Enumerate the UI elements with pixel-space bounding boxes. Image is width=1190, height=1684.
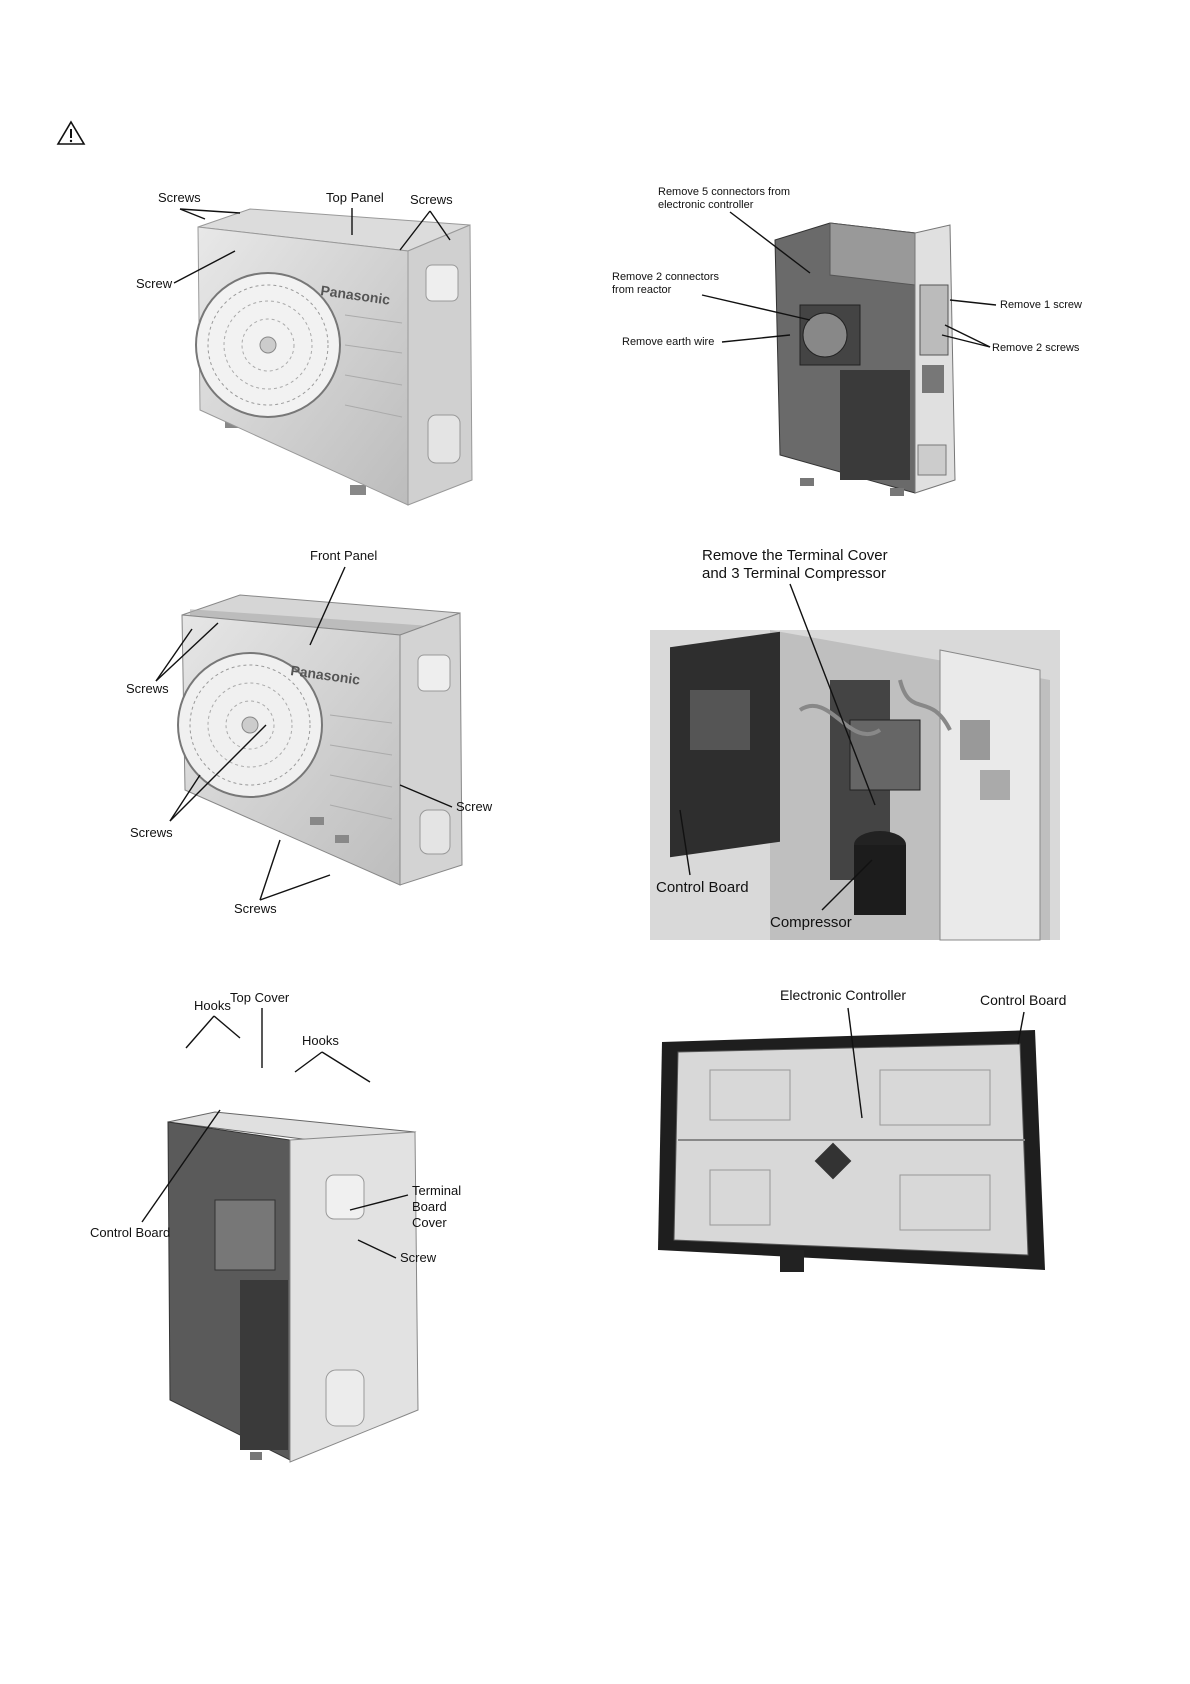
label-compressor: Compressor xyxy=(770,914,852,931)
arrow xyxy=(321,1051,371,1083)
arrow xyxy=(944,324,991,348)
unit-interior-image xyxy=(774,222,956,496)
arrow xyxy=(185,1015,215,1049)
compressor-image xyxy=(650,630,1060,941)
arrow xyxy=(399,210,431,251)
arrow xyxy=(721,334,791,343)
figure-compressor: Remove the Terminal Cover and 3 Terminal… xyxy=(650,547,1080,950)
label-remove-5-connectors-2: electronic controller xyxy=(658,199,754,211)
label-hooks: Hooks xyxy=(302,1033,339,1048)
label-screws: Screws xyxy=(234,901,277,916)
figure-top-panel: Panasonic Screws Top Panel Screws Screw xyxy=(136,190,500,515)
figure-controller: Electronic Controller Control Board xyxy=(650,987,1100,1310)
label-screw: Screw xyxy=(136,276,173,291)
label-screw: Screw xyxy=(400,1250,437,1265)
arrow xyxy=(941,334,991,348)
arrow xyxy=(294,1051,323,1073)
label-remove-terminal-cover: Remove the Terminal Cover xyxy=(702,547,888,564)
label-control-board: Control Board xyxy=(656,879,749,896)
arrow xyxy=(309,566,346,646)
arrow xyxy=(179,208,206,220)
figure-front-panel: Panasonic Front Panel Screws Screws Scre… xyxy=(126,548,510,925)
label-terminal-board-cover-3: Cover xyxy=(412,1215,447,1230)
figure-top-cover: Hooks Top Cover Hooks Control Board Term… xyxy=(90,990,510,1470)
label-remove-2-screws: Remove 2 screws xyxy=(992,342,1080,354)
arrow xyxy=(213,1015,241,1039)
arrow xyxy=(173,250,236,284)
label-front-panel: Front Panel xyxy=(310,548,377,563)
pcb-image xyxy=(658,1030,1045,1272)
label-screws: Screws xyxy=(130,825,173,840)
arrow xyxy=(169,724,267,822)
label-remove-5-connectors: Remove 5 connectors from xyxy=(658,186,790,198)
arrow xyxy=(259,874,331,901)
label-remove-terminal-cover-2: and 3 Terminal Compressor xyxy=(702,565,886,582)
label-screws: Screws xyxy=(126,681,169,696)
label-screws: Screws xyxy=(158,190,201,205)
label-hooks: Hooks xyxy=(194,998,231,1013)
label-screws: Screws xyxy=(410,192,453,207)
label-top-cover: Top Cover xyxy=(230,990,290,1005)
arrow xyxy=(729,211,811,274)
arrow xyxy=(357,1239,397,1259)
arrow xyxy=(1017,1011,1025,1045)
label-top-panel: Top Panel xyxy=(326,190,384,205)
arrow xyxy=(701,294,811,321)
figure-connectors: Remove 5 connectors from electronic cont… xyxy=(612,186,1110,505)
label-remove-1-screw: Remove 1 screw xyxy=(1000,299,1082,311)
arrow xyxy=(679,809,691,876)
label-remove-earth-wire: Remove earth wire xyxy=(622,336,714,348)
warning-icon xyxy=(56,120,86,145)
arrow xyxy=(789,583,876,806)
label-terminal-board-cover: Terminal xyxy=(412,1183,461,1198)
arrow xyxy=(429,210,451,241)
outdoor-unit-image: Panasonic xyxy=(195,208,473,506)
arrow xyxy=(259,839,281,901)
label-remove-2-connectors: Remove 2 connectors xyxy=(612,271,719,283)
unit-top-cover-image xyxy=(167,1111,419,1463)
arrow xyxy=(155,628,193,682)
arrow xyxy=(349,1194,409,1211)
arrow xyxy=(399,784,453,808)
arrow xyxy=(141,1109,221,1223)
label-screw: Screw xyxy=(456,799,493,814)
label-terminal-board-cover-2: Board xyxy=(412,1199,447,1214)
arrow xyxy=(169,774,201,822)
outdoor-unit-image: Panasonic xyxy=(177,594,463,886)
arrow xyxy=(847,1007,863,1119)
arrow xyxy=(821,859,873,911)
label-control-board: Control Board xyxy=(980,992,1066,1008)
label-control-board: Control Board xyxy=(90,1225,170,1240)
label-remove-2-connectors-2: from reactor xyxy=(612,284,672,296)
arrow xyxy=(949,299,997,306)
label-electronic-controller: Electronic Controller xyxy=(780,987,906,1003)
arrow xyxy=(155,622,219,682)
arrow xyxy=(179,208,241,214)
